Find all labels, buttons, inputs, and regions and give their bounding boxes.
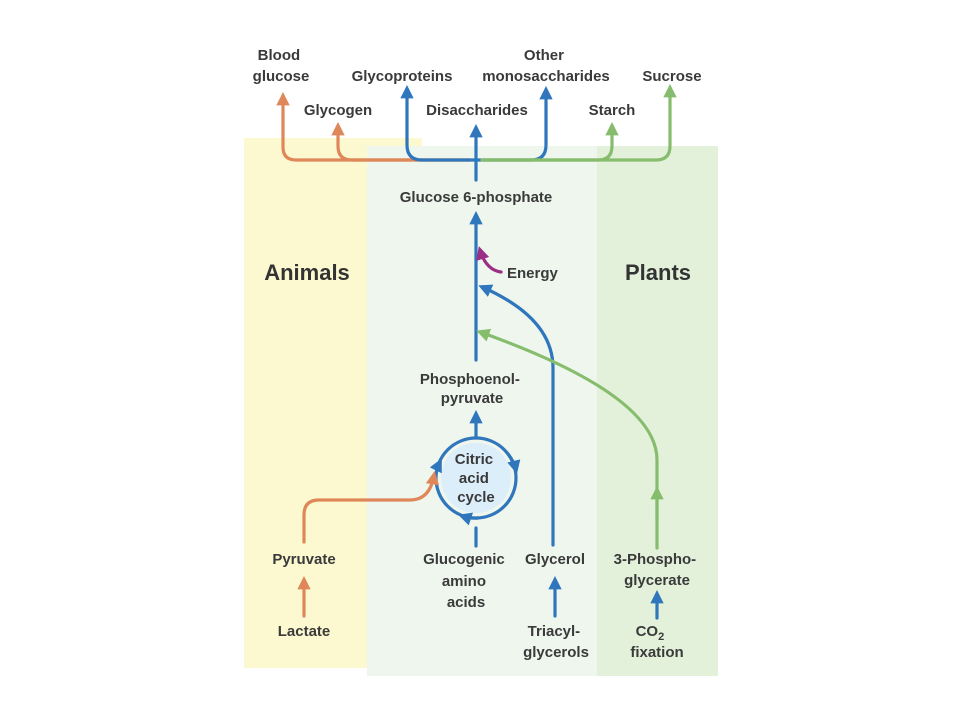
label-sucrose: Sucrose <box>642 68 701 85</box>
cycle-arrow-bottom <box>458 512 480 526</box>
label-energy: Energy <box>507 265 559 282</box>
arrow-to-glycoproteins <box>400 84 476 162</box>
plants-title: Plants <box>625 260 691 285</box>
label-glycogen: Glycogen <box>304 102 372 119</box>
arrow-energy <box>476 246 503 274</box>
label-other-monosaccharides: Other monosaccharides <box>482 47 610 85</box>
label-glycerol: Glycerol <box>525 551 585 568</box>
label-citric-acid-cycle: Citric acid cycle <box>455 451 498 506</box>
label-glucose-6-phosphate: Glucose 6-phosphate <box>400 189 553 206</box>
label-co2-fixation: CO2 fixation <box>630 623 683 661</box>
cycle-arrow-left <box>429 458 442 474</box>
cycle-arrow-right <box>506 452 521 474</box>
label-disaccharides: Disaccharides <box>426 102 528 119</box>
label-triacylglycerols: Triacyl- glycerols <box>523 623 589 661</box>
label-starch: Starch <box>589 102 636 119</box>
arrow-glycerol-to-trunk <box>478 284 555 547</box>
label-blood-glucose: Blood glucose <box>253 47 310 85</box>
arrow-pyruvate-to-cycle <box>302 471 440 544</box>
citric-acid-cycle-fill <box>441 443 511 513</box>
label-glycoproteins: Glycoproteins <box>352 68 453 85</box>
label-phosphoenolpyruvate: Phosphoenol- pyruvate <box>420 371 524 407</box>
label-pyruvate: Pyruvate <box>272 551 335 568</box>
arrow-to-glycogen <box>331 121 472 162</box>
arrow-to-sucrose <box>480 83 677 162</box>
label-lactate: Lactate <box>278 623 331 640</box>
arrow-3pg-to-trunk <box>476 328 659 550</box>
label-3-phosphoglycerate: 3-Phospho- glycerate <box>614 551 701 589</box>
animals-title: Animals <box>264 260 350 285</box>
label-glucogenic-amino-acids: Glucogenic amino acids <box>423 551 509 611</box>
arrow-to-blood-glucose <box>276 91 472 162</box>
